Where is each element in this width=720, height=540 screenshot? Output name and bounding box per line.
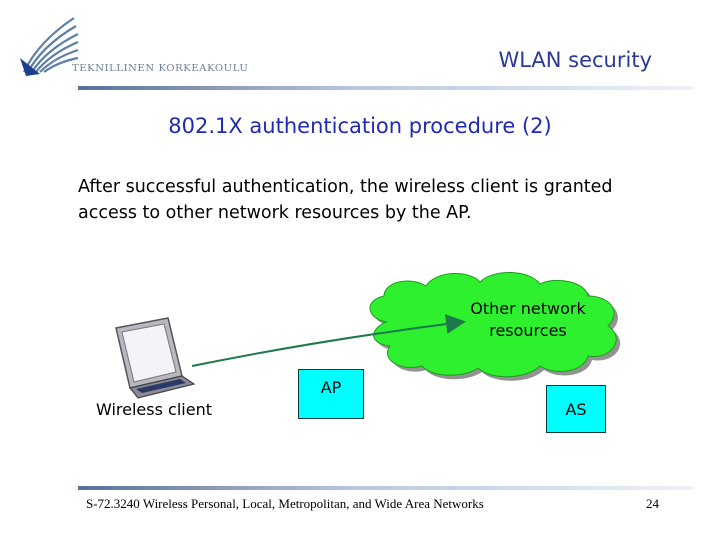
- ap-label: AP: [320, 378, 342, 397]
- ap-box: AP: [298, 369, 364, 419]
- connection-arrow: [191, 314, 466, 367]
- slide-body-text: After successful authentication, the wir…: [78, 177, 613, 223]
- university-logo-icon: [20, 17, 79, 76]
- page-number: 24: [646, 496, 659, 511]
- as-box: AS: [546, 385, 606, 433]
- footer-divider: [78, 486, 694, 490]
- footer-course-text: S-72.3240 Wireless Personal, Local, Metr…: [86, 496, 484, 511]
- header-title: WLAN security: [498, 48, 652, 72]
- wireless-client-label: Wireless client: [96, 400, 212, 419]
- as-label: AS: [565, 400, 587, 419]
- laptop-icon: [115, 317, 196, 399]
- header-divider: [78, 86, 694, 90]
- slide-title: 802.1X authentication procedure (2): [168, 114, 552, 138]
- university-name: TEKNILLINEN KORKEAKOULU: [72, 64, 249, 74]
- cloud-label: Other network resources: [470, 299, 586, 340]
- cloud-shape: [369, 271, 621, 381]
